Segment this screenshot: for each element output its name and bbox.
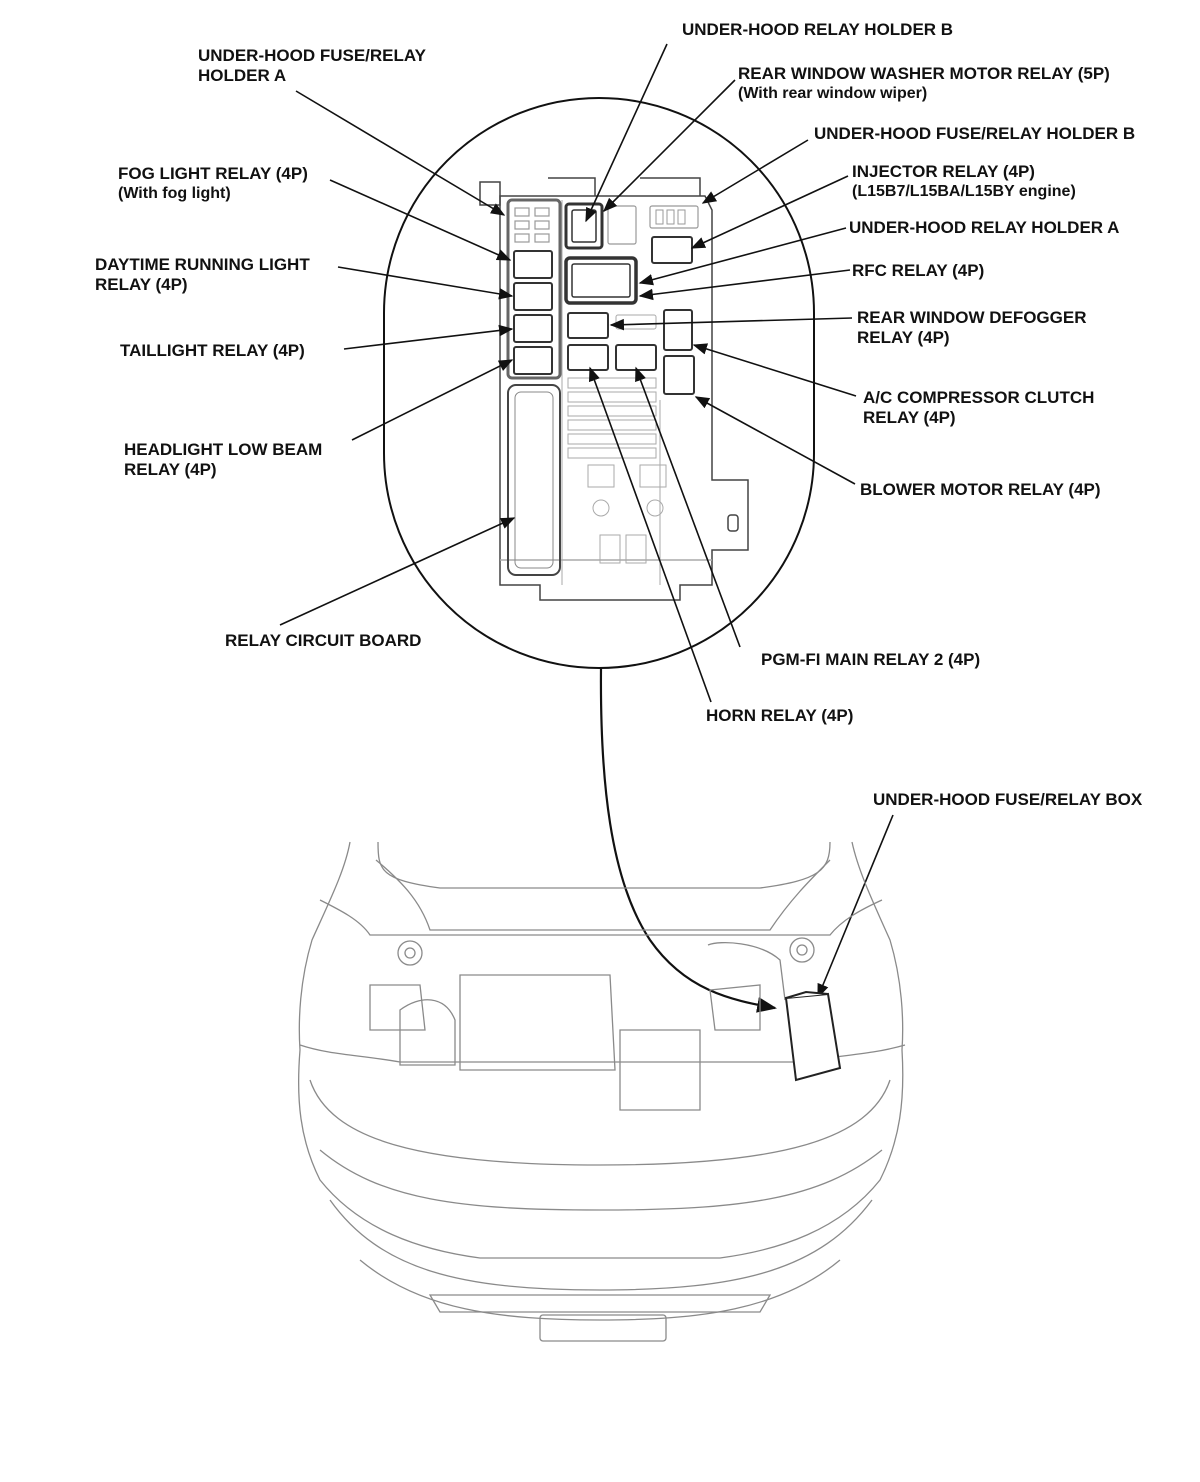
label-under-hood-fuse-relay-box: UNDER-HOOD FUSE/RELAY BOX (873, 790, 1143, 809)
leader-lines (279, 43, 894, 999)
label-ac-compressor-clutch-relay: A/C COMPRESSOR CLUTCH RELAY (4P) (863, 388, 1095, 427)
mini-fuse-grid (514, 207, 550, 243)
label-rfc-relay: RFC RELAY (4P) (852, 261, 985, 280)
fuse-box-outline (479, 177, 749, 601)
zoom-oval (383, 97, 815, 669)
relay-circuit-board-shape (507, 384, 561, 576)
label-pgm-fi-main-relay-2: PGM-FI MAIN RELAY 2 (4P) (761, 650, 981, 669)
connector-curve (599, 667, 777, 1013)
label-rear-window-washer-motor-relay: REAR WINDOW WASHER MOTOR RELAY (5P) (Wit… (738, 64, 1110, 102)
label-relay-circuit-board: RELAY CIRCUIT BOARD (225, 631, 422, 650)
relay-blocks-holder-a (513, 250, 553, 375)
label-under-hood-relay-holder-a: UNDER-HOOD RELAY HOLDER A (849, 218, 1120, 237)
label-rear-window-defogger-relay: REAR WINDOW DEFOGGER RELAY (4P) (857, 308, 1087, 347)
right-relays (649, 205, 699, 395)
center-relays (564, 202, 657, 371)
label-horn-relay: HORN RELAY (4P) (706, 706, 854, 725)
label-injector-relay: INJECTOR RELAY (4P) (L15B7/L15BA/L15BY e… (852, 162, 1076, 200)
label-fog-light-relay: FOG LIGHT RELAY (4P) (With fog light) (118, 164, 308, 202)
label-daytime-running-light-relay: DAYTIME RUNNING LIGHT RELAY (4P) (95, 255, 310, 294)
label-headlight-low-beam-relay: HEADLIGHT LOW BEAM RELAY (4P) (124, 440, 323, 479)
label-under-hood-fuse-relay-holder-a: UNDER-HOOD FUSE/RELAY HOLDER A (198, 46, 426, 85)
car-illustration (297, 841, 906, 1342)
label-under-hood-fuse-relay-holder-b: UNDER-HOOD FUSE/RELAY HOLDER B (814, 124, 1136, 143)
label-taillight-relay: TAILLIGHT RELAY (4P) (120, 341, 305, 360)
fuse-relay-box-shape (784, 990, 842, 1082)
label-blower-motor-relay: BLOWER MOTOR RELAY (4P) (860, 480, 1101, 499)
label-under-hood-relay-holder-b: UNDER-HOOD RELAY HOLDER B (682, 20, 954, 39)
